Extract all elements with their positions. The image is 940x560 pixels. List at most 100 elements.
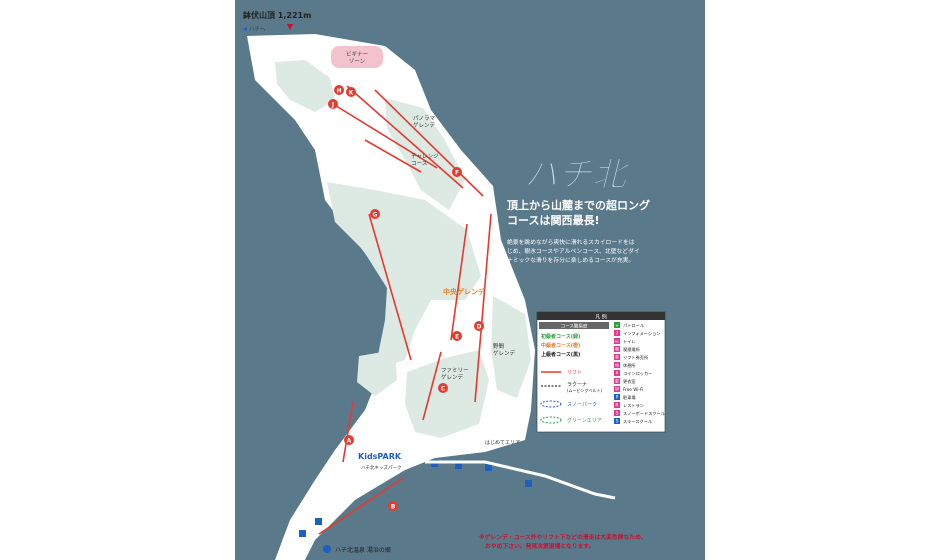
start-area-label: はじめてエリア [485, 440, 520, 446]
legend-icon-label: レストラン [623, 403, 644, 409]
smoking-icon-glyph: 喫 [615, 346, 619, 352]
parking-icon[interactable] [525, 480, 532, 487]
headline-line-1: 頂上から山麓までの超ロング [507, 198, 650, 212]
lift-marker-c[interactable] [438, 383, 448, 393]
lift-letter-k: K [349, 90, 354, 97]
ski-school-icon-glyph: S [616, 419, 619, 425]
kids-park-label: KidsPARK [358, 452, 402, 461]
lift-marker-f[interactable] [452, 167, 462, 177]
lift-marker-e[interactable] [452, 331, 462, 341]
legend-icon-label: スノーボードスクール [623, 410, 665, 417]
patrol-icon [614, 322, 620, 328]
summit-label: 鉢伏山頂 1,221m [243, 10, 311, 20]
parking-icon-glyph: P [616, 395, 619, 401]
lift-letter-e: E [455, 334, 459, 341]
challenge-label: チャレンジ [411, 153, 439, 160]
legend-advanced: 上級者コース(黒) [541, 351, 580, 358]
kids-park-sub: ハチ北キッズパーク [361, 464, 402, 471]
notice-line-1: ※ゲレンデ・コース外やリフト下などの滑走は大変危険なため、 [479, 533, 647, 541]
lift-marker-h[interactable] [334, 85, 344, 95]
lift-marker-a[interactable] [344, 435, 354, 445]
parking-icon[interactable] [485, 464, 492, 471]
base-label: ハチ北温泉 湯治の郷 [335, 546, 391, 554]
lift-letter-h: H [336, 88, 341, 95]
parking-icon [614, 394, 620, 400]
lift-marker-g[interactable] [370, 209, 380, 219]
legend-green-area-swatch [540, 416, 562, 424]
forest-west [357, 350, 397, 396]
lift-marker-k[interactable] [346, 87, 356, 97]
legend-icon-label: パトロール [623, 323, 644, 328]
lift-line-d [474, 213, 492, 403]
legend-icon-label: Free Wi-Fi [623, 387, 643, 392]
beginner-zone-area [331, 46, 383, 68]
summit-marker-icon [287, 24, 293, 30]
legend-title: 凡 例 [595, 314, 607, 321]
family-label-2: ゲレンデ [441, 373, 464, 381]
family-label: ファミリー [441, 367, 469, 374]
snowboard-school-icon-glyph: S [616, 411, 619, 417]
lift-line-e [450, 223, 468, 341]
changing-room-icon-glyph: 更 [615, 379, 619, 384]
parking-icon[interactable] [455, 462, 462, 469]
legend-icon-label: リフト券売所 [623, 354, 648, 361]
patrol-icon-glyph: + [615, 323, 619, 329]
lift-marker-b[interactable] [388, 501, 398, 511]
kids-park-bg [355, 448, 403, 464]
lift-line-c [422, 351, 442, 421]
lift-marker-d[interactable] [474, 321, 484, 331]
nokachi-label: 野間 [493, 342, 505, 350]
legend-icons: + パトロール ? インフォメーション WC トイレ 喫 喫煙場所 券 リフト券… [614, 322, 665, 425]
lift-line-b [318, 477, 404, 535]
course-header-bar [539, 322, 609, 329]
wifi-icon [614, 386, 620, 392]
locker-icon [614, 370, 620, 376]
lift-letter-f: F [455, 170, 459, 177]
beginner-zone-label: ビギナー [346, 50, 368, 58]
information-icon [614, 330, 620, 336]
lift-letter-b: B [391, 504, 396, 511]
changing-room-icon [614, 378, 620, 384]
challenge-label-2: コース [411, 160, 427, 167]
legend-icon-label: 喫煙場所 [623, 346, 640, 353]
lift-lines [318, 85, 492, 535]
nokachi-label-2: ゲレンデ [493, 349, 516, 357]
lift-line-a [342, 401, 354, 463]
parking-icon[interactable] [315, 518, 322, 525]
lift-letter-g: G [373, 212, 378, 219]
ticket-icon-glyph: 券 [615, 354, 619, 360]
parking-icon[interactable] [299, 530, 306, 537]
forest-upper [275, 60, 335, 112]
legend-snowpark: スノーパーク [567, 402, 597, 408]
legend-icon-label: トイレ [623, 339, 636, 344]
legend-conveyor: ラクーナ [567, 382, 587, 388]
information-icon-glyph: ? [616, 331, 619, 337]
panorama-label: パノラマ [413, 115, 436, 122]
legend-icon-label: スキースクール [623, 419, 652, 425]
lift-markers[interactable]: K H J F G D E C A B [328, 85, 484, 511]
legend-icon-label: インフォメーション [623, 331, 660, 337]
road [425, 460, 616, 500]
toilet-icon [614, 338, 620, 344]
legend-icon-label: 更衣室 [623, 378, 636, 385]
lift-line-h [364, 139, 422, 173]
hachikita-logo: ハチ北 [524, 155, 631, 195]
locker-icon-glyph: ¥ [616, 371, 619, 376]
rest-icon [614, 362, 620, 368]
legend-conveyor-sub: (ムービングベルト) [567, 387, 603, 393]
kids-park[interactable]: KidsPARK ハチ北キッズパーク [355, 448, 403, 471]
legend-icon-label: 休憩所 [623, 362, 636, 369]
ski-area-map[interactable]: ビギナー ゾーン 鉢伏山頂 1,221m ハチへ K H J F G D E C [235, 0, 705, 560]
legend-header-bar [537, 312, 665, 320]
restaurant-icon-glyph: R [615, 403, 618, 409]
lift-marker-j[interactable] [328, 99, 338, 109]
description-line-1: 絶景を眺めながら爽快に滑れるスカイロードをは [507, 238, 635, 246]
headline-line-2: コースは関西最長! [507, 214, 599, 227]
restaurant-icon [614, 402, 620, 408]
forest-family [405, 350, 489, 438]
description-line-2: じめ、樹氷コースやアルペンコース、北壁などダイ [507, 247, 640, 255]
lift-line-k [346, 85, 464, 189]
lift-letter-c: C [441, 386, 446, 393]
base-station[interactable]: ハチ北温泉 湯治の郷 [323, 545, 391, 554]
